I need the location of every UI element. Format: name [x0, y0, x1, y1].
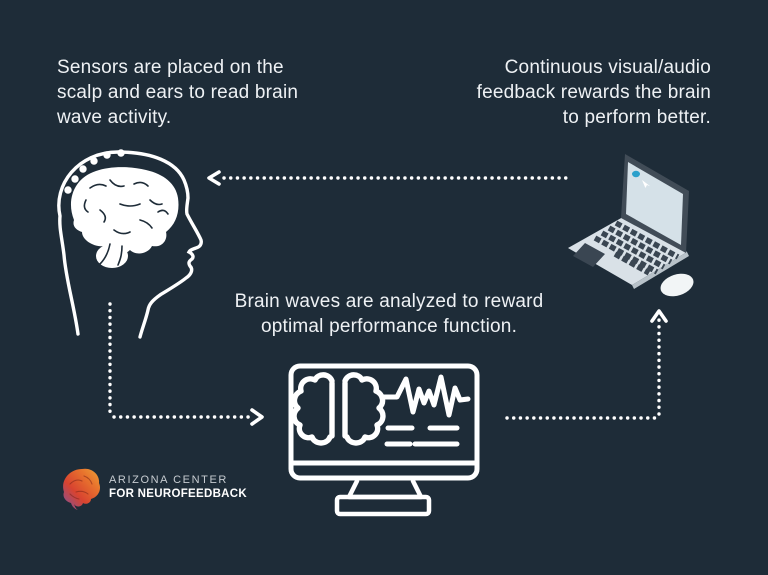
head-with-sensors-icon [57, 149, 203, 339]
brand-logo: ARIZONA CENTER FOR NEUROFEEDBACK [58, 464, 247, 510]
brand-logo-text: ARIZONA CENTER FOR NEUROFEEDBACK [109, 474, 247, 501]
brand-name-line2: FOR NEUROFEEDBACK [109, 487, 247, 500]
brain-top-view-icon [291, 372, 386, 446]
cursor-icon [642, 180, 651, 188]
laptop-icon [568, 154, 694, 297]
arrow-laptop-to-head-icon [207, 170, 573, 186]
laptop-screen [626, 162, 683, 245]
eeg-waveform-icon [380, 374, 471, 418]
monitor-brain-eeg-icon [288, 363, 480, 517]
caption-feedback: Continuous visual/audio feedback rewards… [476, 57, 711, 128]
screen-dot-icon [632, 170, 640, 178]
scalp-sensor-dots [64, 149, 125, 194]
readout-lines [384, 425, 460, 447]
arrow-head-to-monitor-icon [108, 302, 264, 426]
caption-analysis: Brain waves are analyzed to reward optim… [234, 291, 544, 337]
brand-name-line1: ARIZONA CENTER [109, 473, 228, 486]
mouse-icon [660, 273, 694, 297]
arrow-monitor-to-laptop-icon [505, 309, 668, 420]
caption-sensors: Sensors are placed on the scalp and ears… [57, 57, 299, 128]
brand-brain-icon [63, 468, 101, 510]
laptop-touchpad [573, 243, 605, 267]
